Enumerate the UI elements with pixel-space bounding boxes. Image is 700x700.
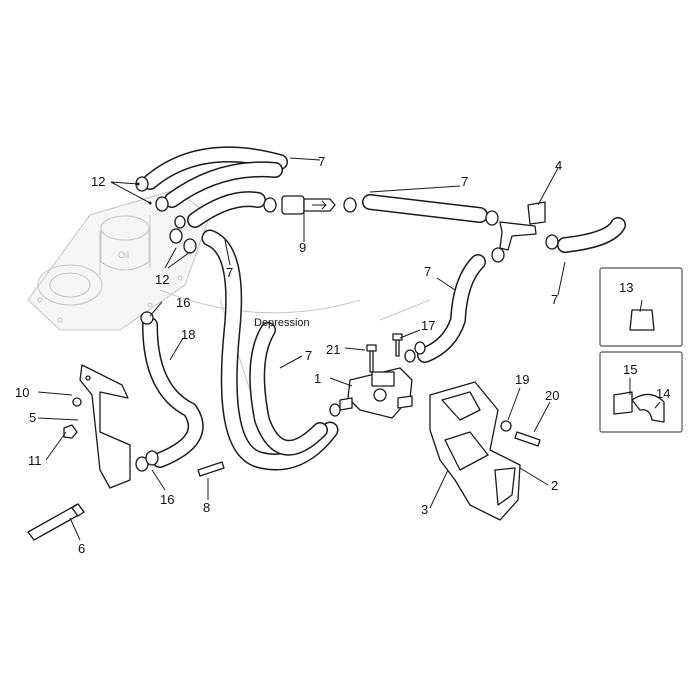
cover-assembly (429, 381, 521, 521)
leader-lines (37, 157, 661, 541)
bolt-8 (197, 461, 225, 477)
detail-box-14-15 (599, 351, 683, 433)
callout-3: 3 (421, 502, 428, 517)
oil-tank-ghost: Oil (27, 189, 211, 331)
hose-right-drop (417, 254, 486, 363)
callout-1: 1 (314, 371, 321, 386)
callout-7-c: 7 (226, 265, 233, 280)
hose-18 (142, 317, 204, 468)
bolt-17 (392, 333, 403, 357)
callout-21: 21 (326, 342, 340, 357)
depression-note: Depression (254, 317, 310, 329)
callout-19: 19 (515, 372, 529, 387)
nut-11 (63, 424, 78, 439)
callout-11: 11 (28, 453, 42, 468)
clamp-16-lower (135, 450, 159, 472)
callout-20: 20 (545, 388, 559, 403)
callout-7-f: 7 (305, 348, 312, 363)
callouts: 1 2 3 4 5 6 7 7 7 7 7 7 7 8 9 10 11 12 1… (15, 154, 670, 556)
callout-8: 8 (203, 500, 210, 515)
callout-15: 15 (623, 362, 637, 377)
clamp-16-upper (140, 311, 154, 325)
callout-12-a: 12 (91, 174, 105, 189)
hose-depression (249, 322, 328, 456)
callout-9: 9 (299, 240, 306, 255)
callout-18: 18 (181, 327, 195, 342)
callout-5: 5 (29, 410, 36, 425)
t-fitting (485, 201, 559, 263)
callout-4: 4 (555, 158, 562, 173)
bolt-21 (366, 344, 377, 373)
tank-label: Oil (118, 250, 129, 260)
callout-16-a: 16 (176, 295, 190, 310)
callout-7-b: 7 (461, 174, 468, 189)
hose-mid-left (187, 191, 266, 228)
bracket-5 (79, 364, 131, 489)
callout-7-e: 7 (551, 292, 558, 307)
callout-7-d: 7 (424, 264, 431, 279)
callout-17: 17 (421, 318, 435, 333)
fuel-pump (329, 341, 426, 419)
pin-6 (27, 503, 85, 541)
callout-13: 13 (619, 280, 633, 295)
screw-10 (72, 397, 82, 407)
callout-2: 2 (551, 478, 558, 493)
hose-top-lower (164, 161, 283, 208)
callout-7-a: 7 (318, 154, 325, 169)
hose-top-upper (142, 146, 288, 190)
hose-long-loop (201, 229, 339, 471)
callout-12-b: 12 (155, 272, 169, 287)
hose-top-right (362, 194, 488, 223)
bolt-20 (514, 431, 541, 447)
callout-14: 14 (656, 386, 670, 401)
hose-far-right (557, 217, 626, 253)
inline-fuel-filter (263, 195, 357, 215)
washer-19 (500, 420, 512, 432)
clamp-group-12 (135, 176, 197, 254)
callout-16-b: 16 (160, 492, 174, 507)
callout-6: 6 (78, 541, 85, 556)
callout-10: 10 (15, 385, 29, 400)
